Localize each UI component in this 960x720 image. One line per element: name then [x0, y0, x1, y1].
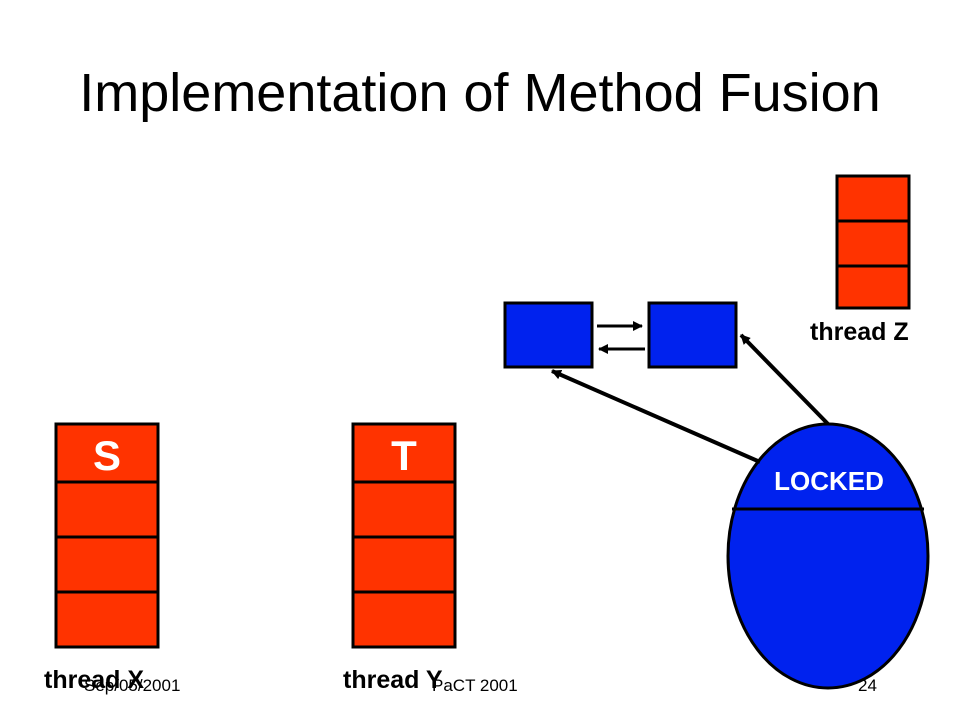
lock-pointer-arrow-right [739, 333, 830, 426]
locked-label: LOCKED [774, 466, 884, 496]
thread-z-stack [835, 174, 911, 310]
thread-y-stack: T [351, 422, 457, 649]
thread-x-label: thread X [44, 666, 145, 694]
stack-frame [54, 535, 160, 594]
thread-y-label: thread Y [343, 666, 443, 694]
stack-frame [835, 174, 911, 223]
object-box-left [503, 301, 594, 369]
footer-venue: PaCT 2001 [432, 676, 518, 695]
stack-frame [54, 422, 160, 484]
stack-frame [351, 590, 457, 649]
stack-frame-label-s: S [93, 432, 121, 479]
lock-object [726, 422, 930, 690]
stack-frame [351, 422, 457, 484]
footer-date: Sep/05/2001 [84, 676, 181, 695]
thread-x-stack: S [54, 422, 160, 649]
stack-frame [351, 480, 457, 539]
slide-title: Implementation of Method Fusion [79, 63, 881, 123]
lock-pointer-arrow-left [551, 369, 761, 464]
footer-page-number: 24 [858, 676, 877, 695]
stack-frame [54, 590, 160, 649]
thread-z-label: thread Z [810, 318, 909, 346]
stack-frame [835, 264, 911, 310]
stack-frame [54, 480, 160, 539]
stack-frame [351, 535, 457, 594]
object-box-right [647, 301, 738, 369]
stack-frame [835, 219, 911, 268]
stack-frame-label-t: T [391, 432, 417, 479]
